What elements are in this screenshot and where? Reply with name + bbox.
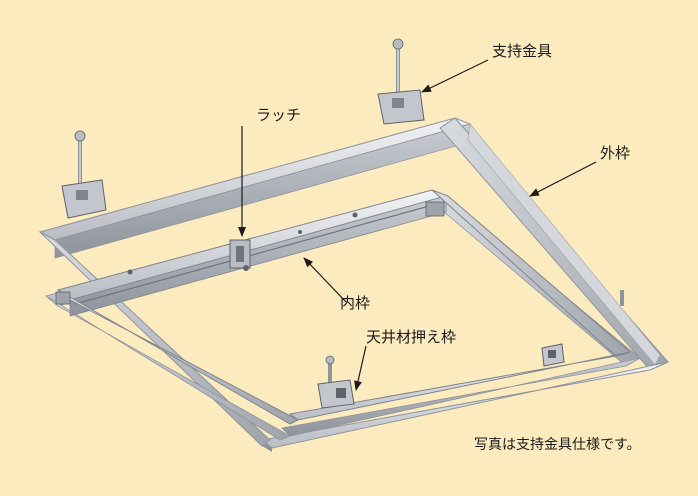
support-brackets	[61, 38, 624, 409]
leader-support-bracket	[421, 59, 489, 93]
latch	[229, 239, 251, 271]
leader-lines	[238, 59, 597, 391]
label-outer-frame: 外枠	[600, 144, 631, 162]
leader-ceiling-holder-frame	[354, 345, 367, 391]
leader-inner-frame	[303, 257, 347, 303]
label-latch: ラッチ	[256, 106, 302, 124]
inner-frame	[55, 189, 632, 425]
label-ceiling-holder-frame: 天井材押え枠	[366, 328, 457, 346]
label-inner-frame: 内枠	[340, 294, 371, 312]
label-support-bracket: 支持金具	[492, 42, 553, 60]
leader-outer-frame	[529, 161, 597, 197]
photo-caption: 写真は支持金具仕様です。	[474, 437, 641, 453]
